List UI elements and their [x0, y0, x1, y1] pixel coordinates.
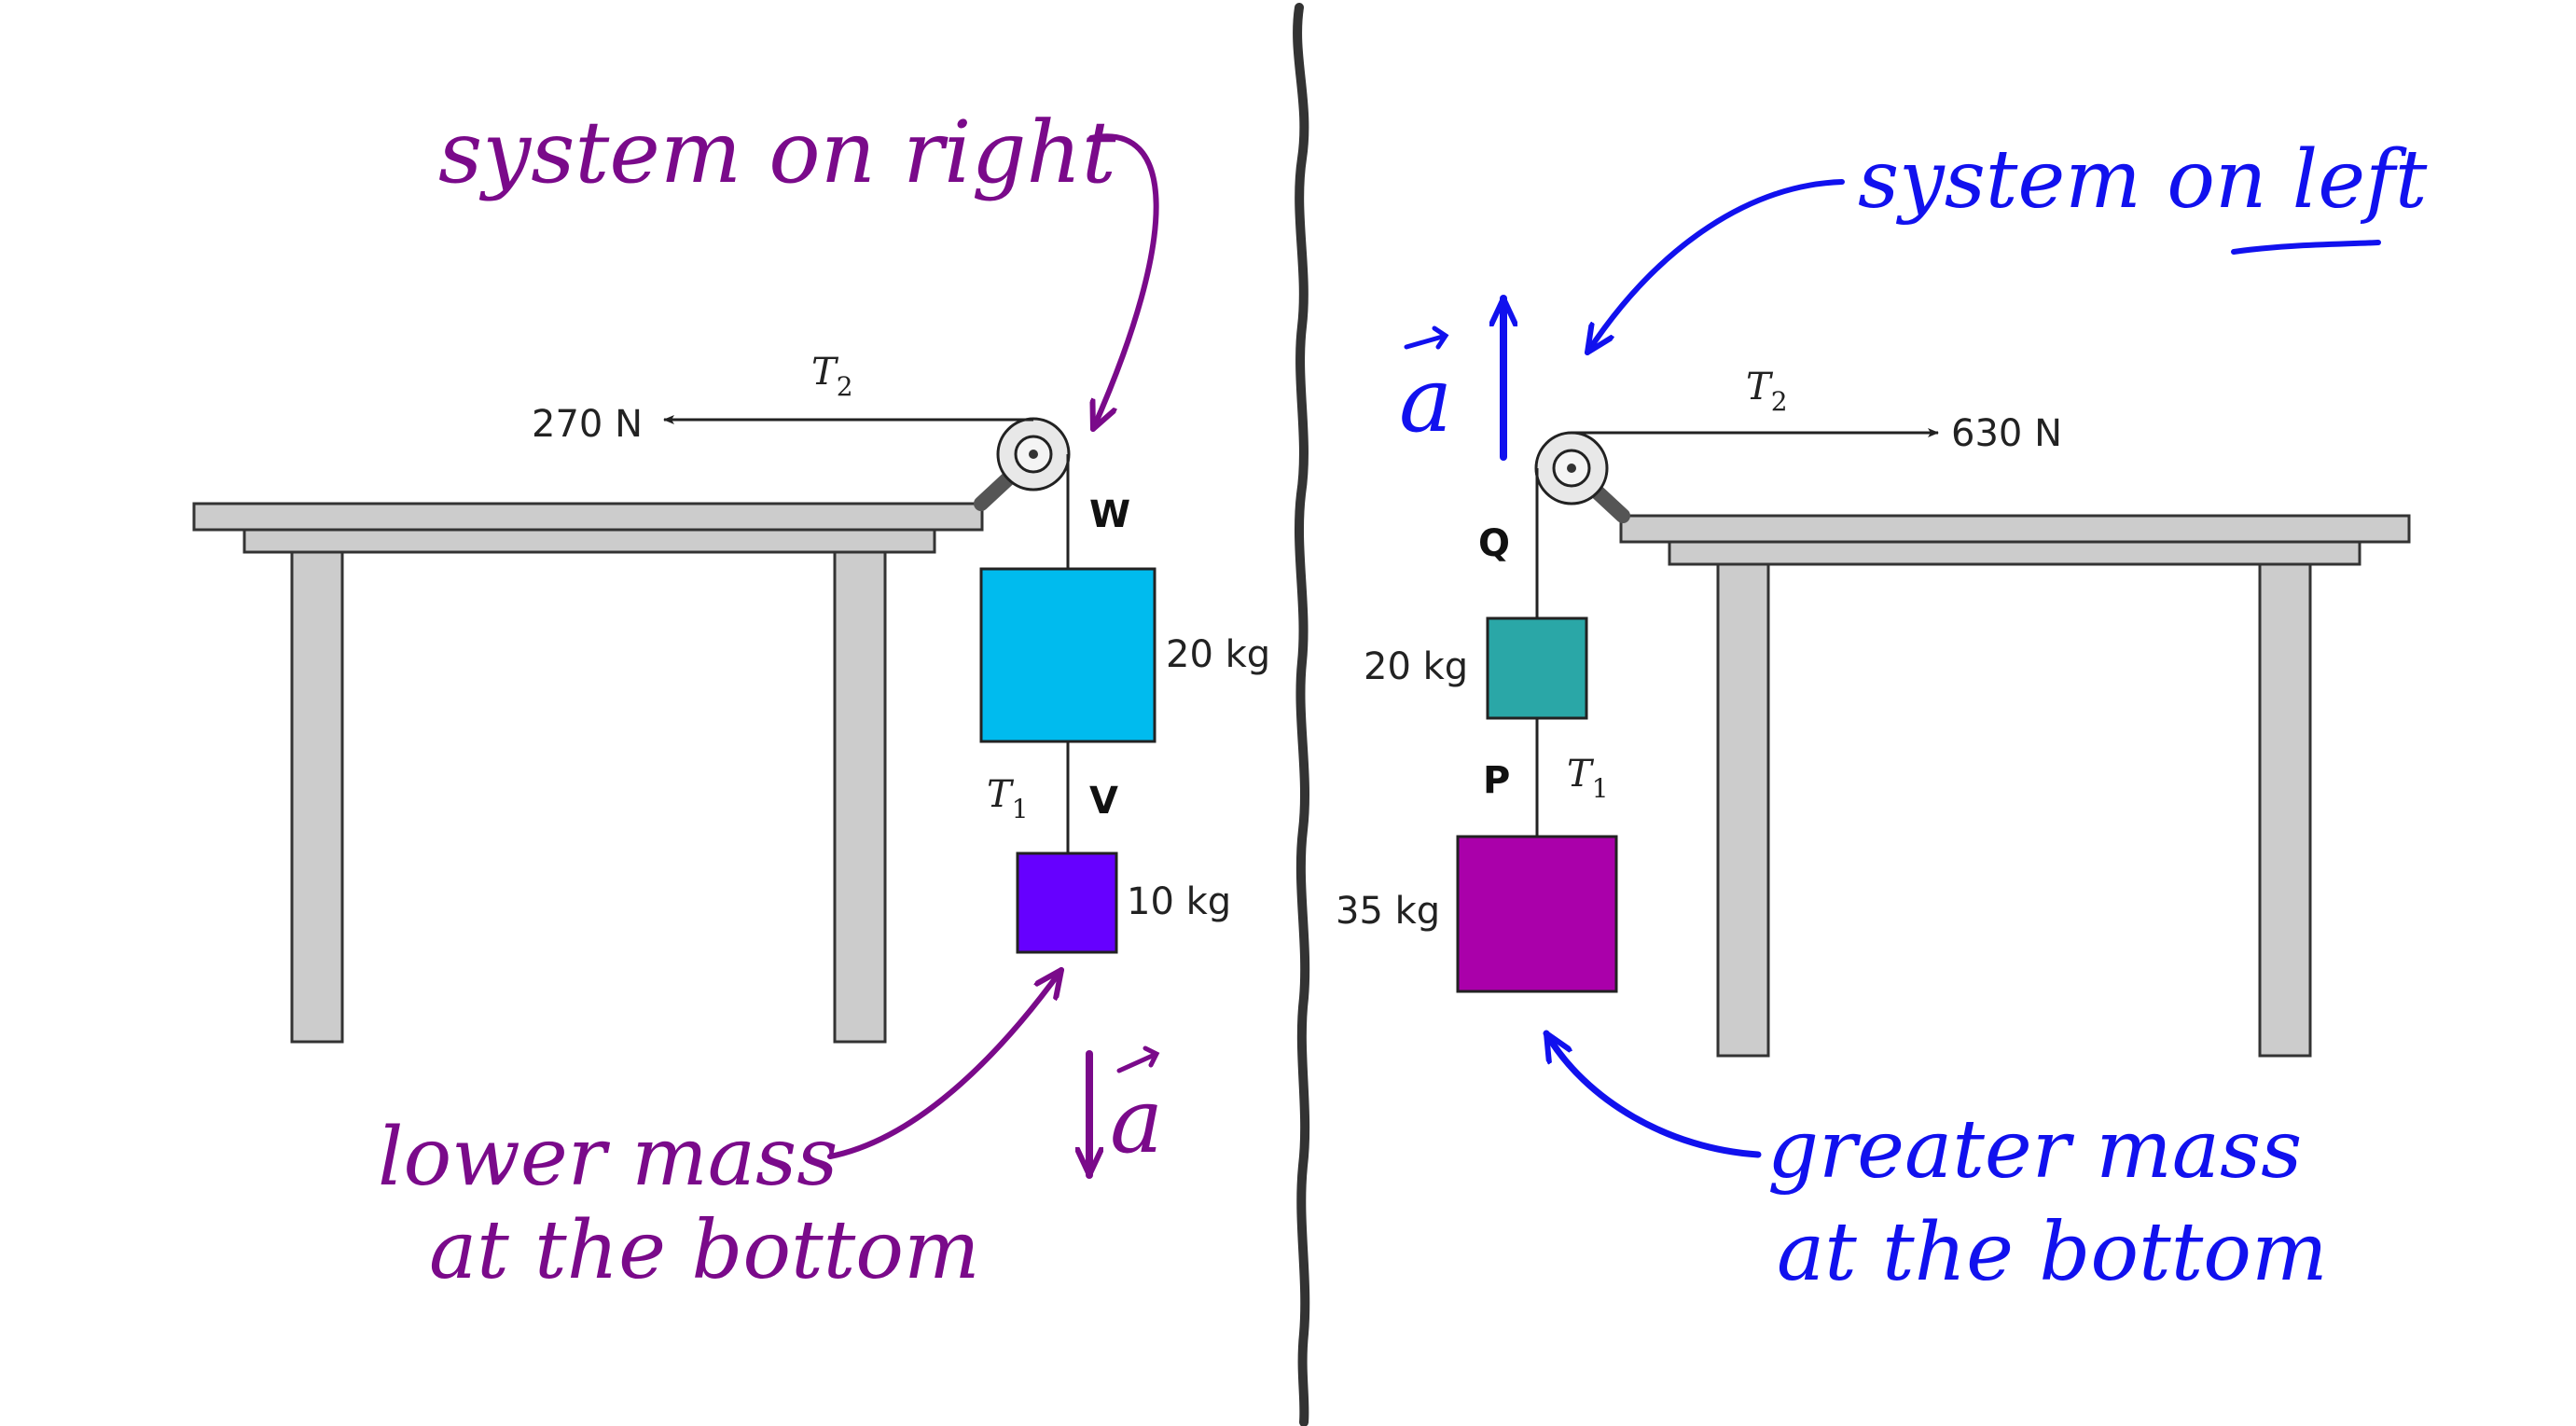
left-mass-bottom-label: 10 kg — [1127, 880, 1231, 923]
left-annotation-top-arrow — [1088, 133, 1159, 432]
right-mass-bottom — [1456, 835, 1618, 993]
left-accel-label: a — [1110, 1069, 1163, 1173]
right-annotation-bottom-line1: greater mass — [1767, 1103, 2302, 1197]
left-annotation-bottom-line1: lower mass — [378, 1111, 838, 1204]
right-annotation-top-emph: left — [2292, 133, 2428, 227]
left-annotation-top: system on right — [438, 103, 1117, 202]
left-force-label: 270 N — [532, 403, 643, 446]
left-mass-top — [979, 567, 1156, 743]
panel-divider — [1293, 3, 1310, 1426]
left-mass-bottom — [1016, 851, 1118, 954]
right-mass-top-label: 20 kg — [1364, 645, 1468, 688]
right-annotation-top-underline — [2231, 240, 2381, 255]
right-table — [1619, 514, 2411, 1058]
left-annotation-bottom-line2: at the bottom — [429, 1204, 980, 1297]
right-point-p: P — [1483, 759, 1510, 802]
right-annotation-bottom-line2: at the bottom — [1777, 1206, 2328, 1299]
right-tension-mid: T1 — [1567, 753, 1609, 804]
right-mass-top — [1486, 616, 1588, 720]
left-table — [192, 502, 984, 1044]
right-accel-vector-mark — [1404, 325, 1449, 350]
left-point-w: W — [1089, 493, 1130, 536]
left-point-v: V — [1089, 780, 1118, 823]
right-annotation-bottom-arrow — [1543, 1030, 1762, 1158]
right-mass-bottom-label: 35 kg — [1336, 890, 1440, 933]
right-force-label: 630 N — [1951, 412, 2062, 455]
left-pulley — [974, 417, 1071, 511]
left-panel: T2 270 N W 20 kg T1 V 10 kg system on ri… — [192, 103, 1270, 1297]
left-mass-top-label: 20 kg — [1166, 633, 1270, 676]
right-accel-label: a — [1399, 348, 1452, 452]
right-annotation-top-arrow — [1585, 179, 1845, 355]
right-annotation-top: system on left — [1858, 133, 2428, 227]
left-annotation-bottom-arrow — [827, 967, 1064, 1159]
left-accel-vector-mark — [1116, 1045, 1160, 1073]
right-tension-top: T2 — [1746, 366, 1788, 417]
right-point-q: Q — [1478, 522, 1510, 565]
left-tension-top: T2 — [811, 351, 853, 402]
right-pulley — [1534, 431, 1630, 523]
left-tension-mid: T1 — [987, 773, 1029, 824]
right-panel: T2 630 N Q 20 kg P T1 35 kg a system on … — [1336, 133, 2428, 1299]
